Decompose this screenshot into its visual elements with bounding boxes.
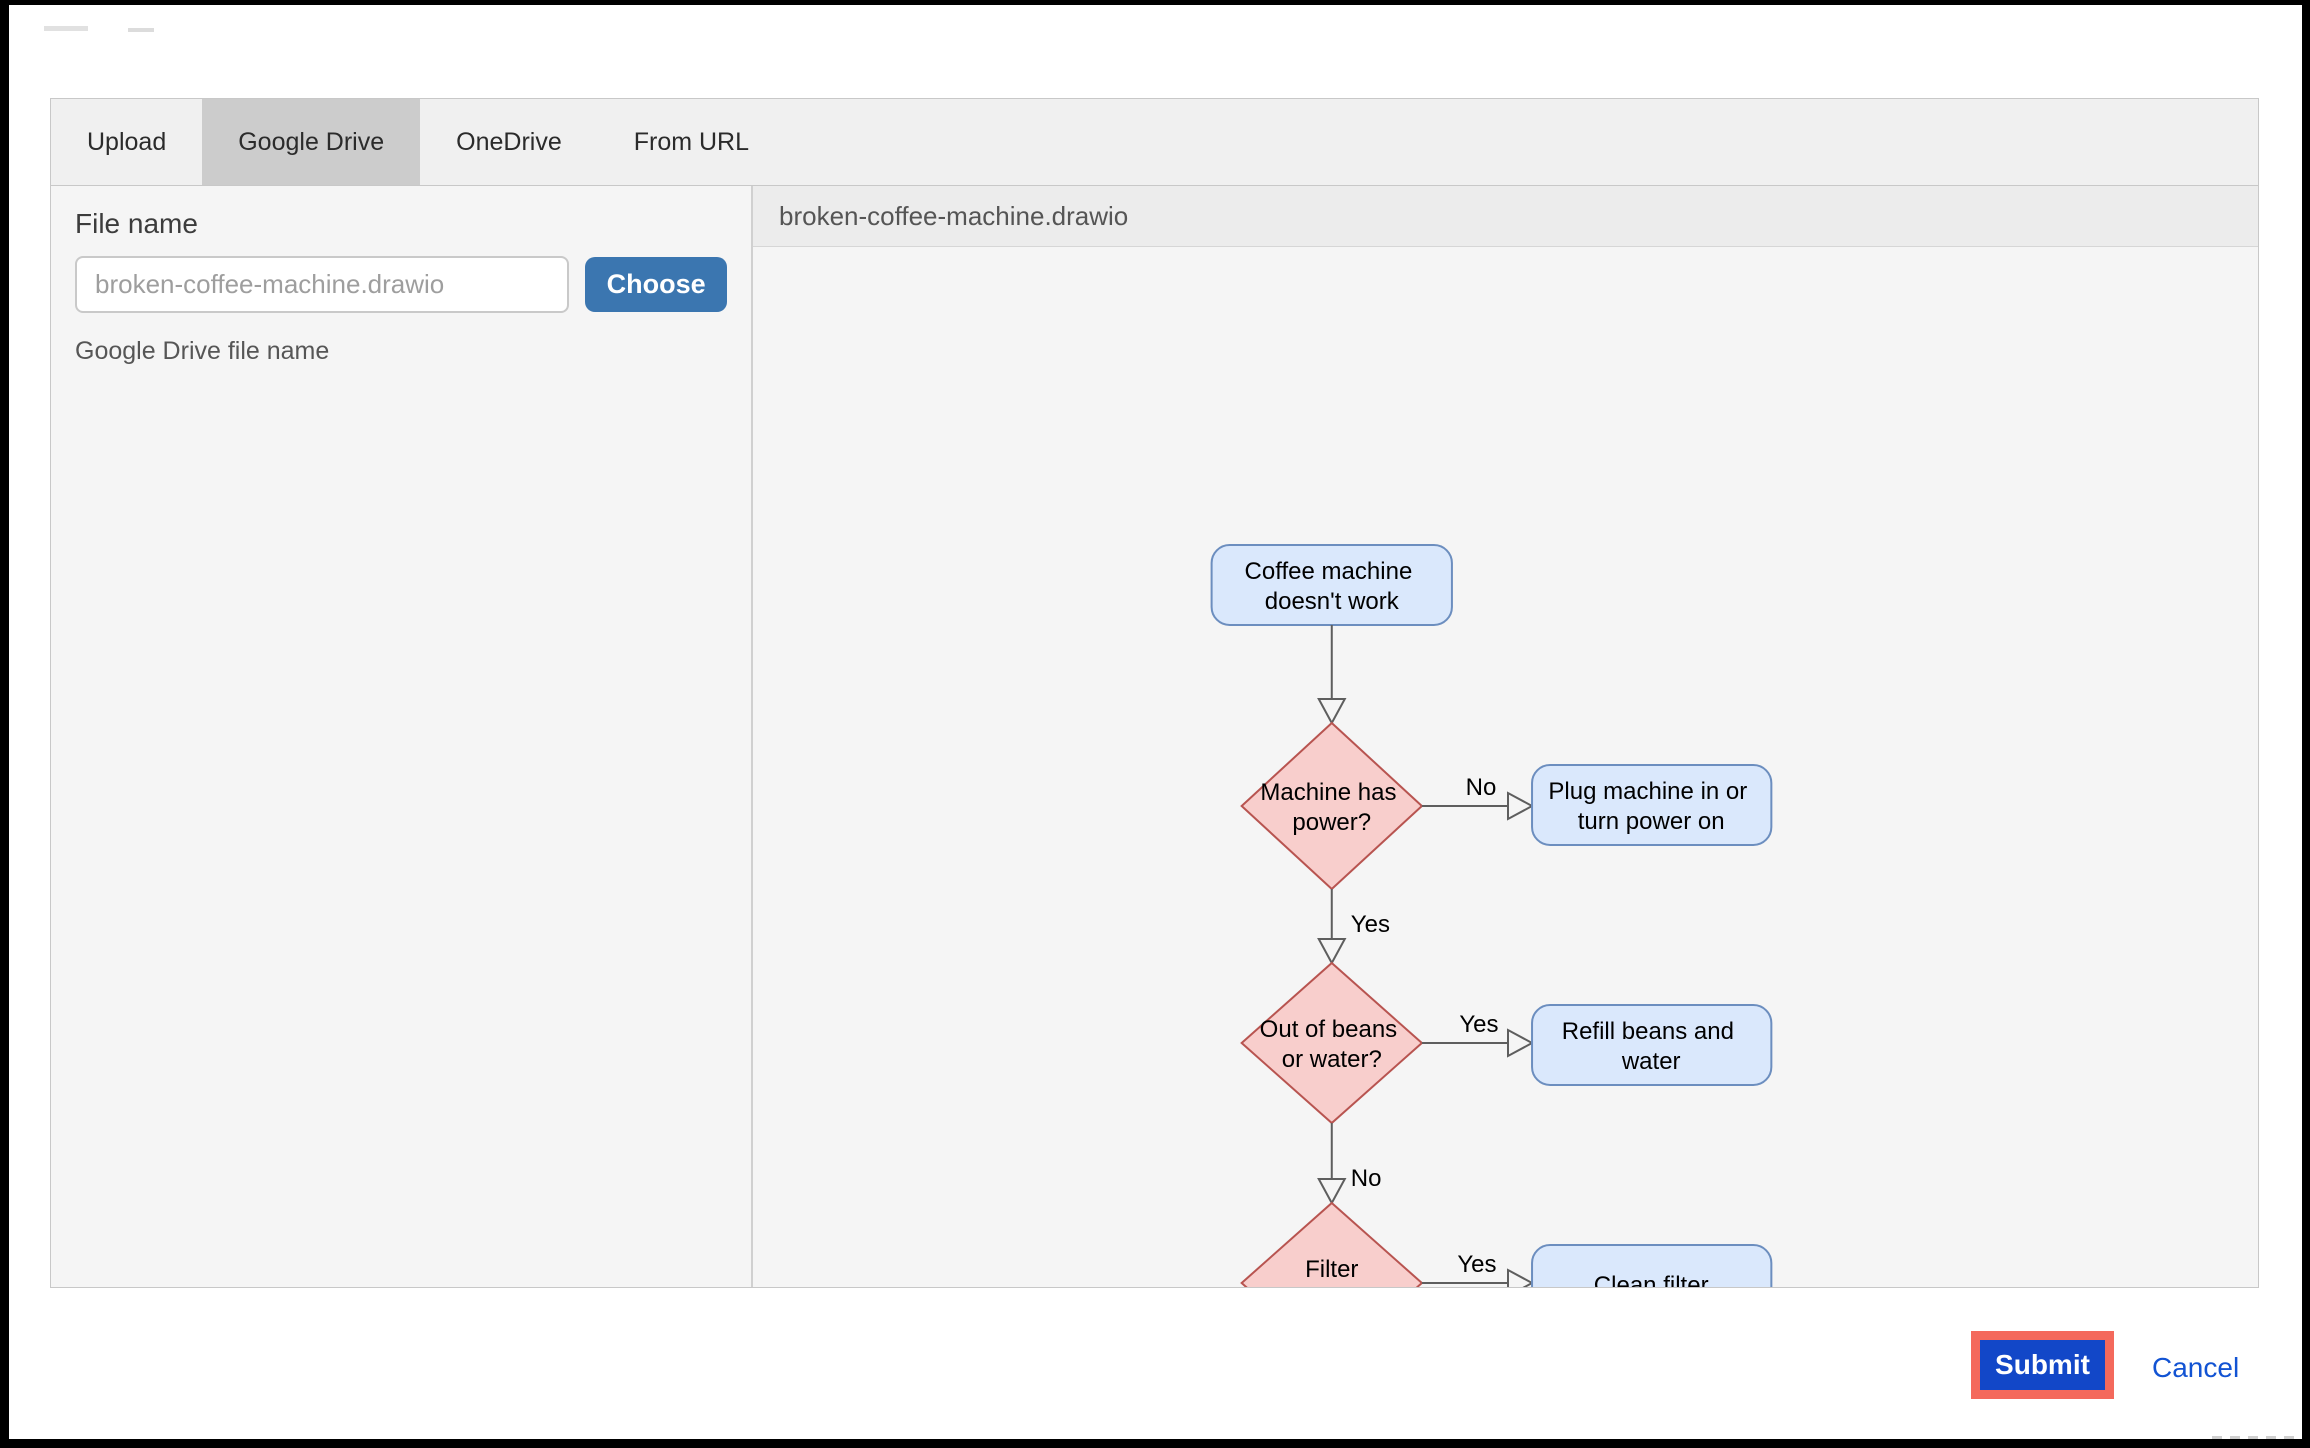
arrowhead-icon	[1317, 1178, 1347, 1206]
arrowhead-icon	[1317, 698, 1347, 726]
import-file-dialog: Upload Google Drive OneDrive From URL Fi…	[50, 98, 2259, 1288]
file-name-helper-text: Google Drive file name	[75, 337, 330, 365]
node-filter-label: Filter	[1305, 1256, 1358, 1283]
preview-pane: broken-coffee-machine.drawio Coffee mach…	[753, 186, 2258, 1287]
arrowhead-icon	[1507, 791, 1535, 821]
node-filter	[1240, 1201, 1424, 1287]
screen-artifact	[128, 28, 154, 32]
node-clean-filter	[1531, 1244, 1773, 1287]
file-name-row: Choose	[75, 256, 727, 313]
node-plug-machine-in-label: Plug machine in or turn power on	[1548, 778, 1754, 835]
edge-label-yes: Yes	[1459, 1011, 1498, 1038]
tab-upload[interactable]: Upload	[87, 127, 167, 156]
preview-filename: broken-coffee-machine.drawio	[753, 186, 2258, 247]
tab-google-drive[interactable]: Google Drive	[202, 99, 421, 185]
arrowhead-icon	[1507, 1028, 1535, 1058]
screen-artifact	[2212, 1436, 2304, 1439]
edge-label-yes: Yes	[1351, 911, 1390, 938]
file-name-label: File name	[75, 208, 198, 239]
dialog-body: File name Choose Google Drive file name …	[50, 186, 2259, 1288]
node-refill-beans-label: Refill beans and water	[1562, 1018, 1741, 1075]
choose-button[interactable]: Choose	[585, 257, 727, 312]
node-machine-has-power	[1240, 721, 1424, 891]
cancel-link[interactable]: Cancel	[2152, 1352, 2240, 1383]
file-picker-panel: File name Choose Google Drive file name	[51, 186, 753, 1287]
tab-onedrive[interactable]: OneDrive	[456, 127, 562, 156]
node-plug-machine-in	[1531, 764, 1773, 846]
node-start-label: Coffee machine doesn't work	[1245, 558, 1419, 615]
file-name-input[interactable]	[75, 256, 570, 313]
tab-from-url[interactable]: From URL	[633, 127, 750, 156]
node-machine-has-power-label: Machine has power?	[1260, 779, 1403, 836]
source-tabbar: Upload Google Drive OneDrive From URL	[50, 98, 2259, 186]
submit-button[interactable]: Submit	[1980, 1340, 2105, 1390]
submit-button-highlight: Submit	[1971, 1331, 2114, 1399]
flowchart-svg: Coffee machine doesn't work Machine has …	[1210, 544, 1773, 1287]
arrowhead-icon	[1317, 938, 1347, 966]
node-out-of-beans	[1240, 961, 1424, 1125]
edge-label-yes: Yes	[1457, 1251, 1496, 1278]
node-clean-filter-label: Clean filter	[1594, 1272, 1709, 1287]
node-out-of-beans-label: Out of beans or water?	[1260, 1016, 1404, 1073]
flowchart-preview: Coffee machine doesn't work Machine has …	[753, 247, 2258, 1287]
edge-label-no: No	[1351, 1165, 1382, 1192]
arrowhead-icon	[1507, 1268, 1535, 1287]
edge-label-no: No	[1466, 774, 1497, 801]
node-refill-beans	[1531, 1004, 1773, 1086]
screen-artifact	[44, 26, 88, 31]
